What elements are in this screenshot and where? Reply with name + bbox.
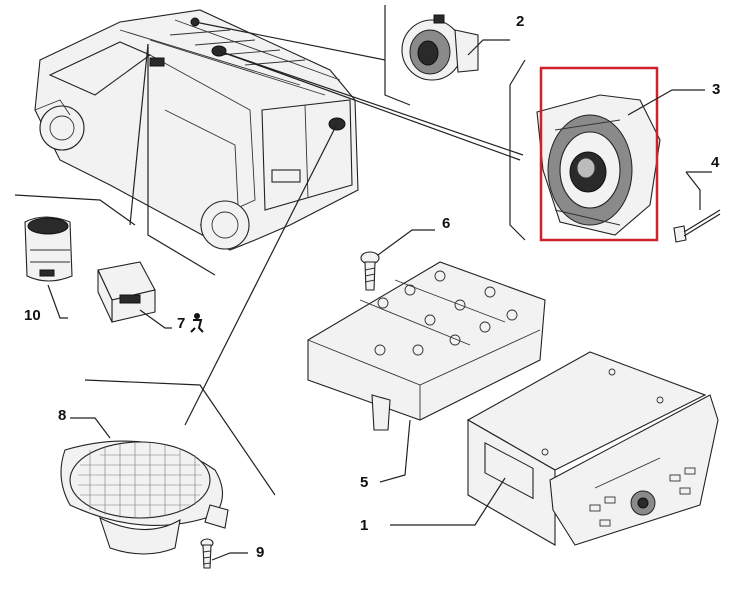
front-speaker-part bbox=[536, 94, 661, 236]
screw-part-9 bbox=[200, 538, 214, 569]
switch-part bbox=[97, 261, 156, 323]
dashboard-radio-marker bbox=[149, 57, 165, 67]
highlight-box bbox=[539, 66, 659, 242]
mounting-cage-part bbox=[307, 261, 546, 431]
callout-4: 4 bbox=[711, 154, 720, 171]
van-illustration bbox=[34, 9, 359, 251]
leader-lines bbox=[14, 5, 526, 496]
screw-part-6 bbox=[360, 251, 380, 291]
callout-3: 3 bbox=[712, 81, 720, 98]
callout-1: 1 bbox=[360, 517, 368, 534]
callout-9: 9 bbox=[256, 544, 264, 561]
tweeter-part bbox=[401, 14, 479, 81]
callout-8: 8 bbox=[58, 407, 66, 424]
callout-6: 6 bbox=[442, 215, 450, 232]
callout-10: 10 bbox=[24, 307, 41, 324]
rivet-part bbox=[673, 209, 721, 243]
callout-2: 2 bbox=[516, 13, 524, 30]
callout-5: 5 bbox=[360, 474, 368, 491]
figure-icon bbox=[190, 313, 204, 333]
socket-part bbox=[24, 216, 73, 282]
callout-7: 7 bbox=[177, 315, 185, 332]
rear-speaker-part bbox=[60, 440, 229, 555]
radio-unit-part bbox=[466, 351, 719, 546]
